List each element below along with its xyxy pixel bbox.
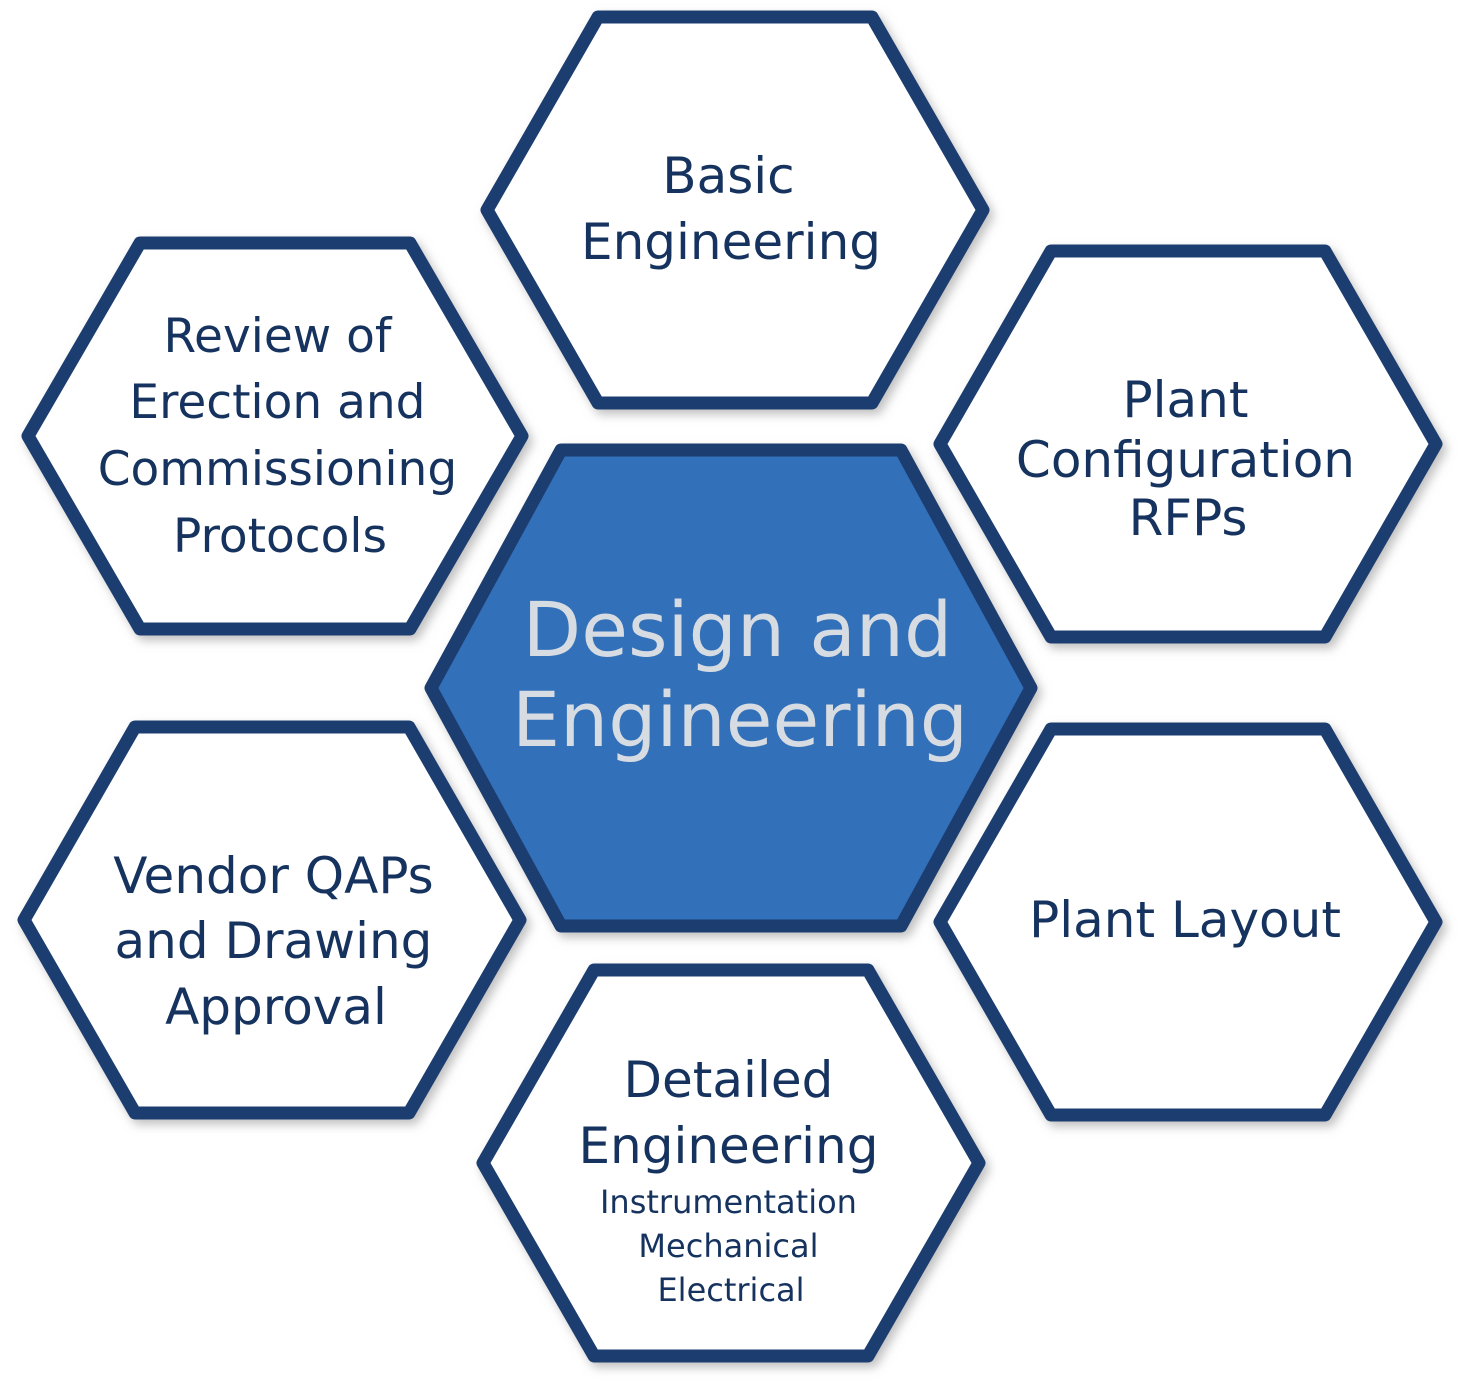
label-plant-layout: Plant Layout <box>1029 891 1341 949</box>
label-line: Review of <box>163 309 392 364</box>
node-review-protocols: Review of Erection and Commissioning Pro… <box>21 236 529 636</box>
label-line: Erection and <box>129 375 425 430</box>
hexagon-plant-configuration-rfps <box>933 244 1443 644</box>
sub-label-line: Electrical <box>657 1271 804 1309</box>
hexagon-vendor-qaps <box>17 720 527 1120</box>
label-review-protocols: Review of Erection and Commissioning Pro… <box>98 309 463 564</box>
sub-label-line: Mechanical <box>638 1227 818 1265</box>
sub-label-line: Instrumentation <box>600 1183 857 1221</box>
label-line: Plant Layout <box>1029 891 1341 949</box>
center-node: Design and Engineering <box>424 443 1038 933</box>
node-plant-layout: Plant Layout <box>933 722 1443 1122</box>
node-basic-engineering: Basic Engineering <box>480 10 990 410</box>
hexagon-detailed-engineering <box>476 963 986 1363</box>
label-detailed-engineering: Detailed Engineering Instrumentation Mec… <box>578 1051 883 1309</box>
label-line: Protocols <box>173 509 387 564</box>
label-line: Plant <box>1122 371 1248 429</box>
center-label-line: Engineering <box>512 675 968 764</box>
label-line: Engineering <box>581 213 881 271</box>
label-line: and Drawing <box>115 912 433 970</box>
center-label: Design and Engineering <box>512 585 968 764</box>
label-line: Detailed <box>624 1051 834 1109</box>
label-plant-configuration-rfps: Plant Configuration RFPs <box>1016 371 1360 547</box>
label-line: Vendor QAPs <box>113 847 433 905</box>
hexagon-basic-engineering <box>480 10 990 410</box>
label-line: Commissioning <box>98 442 457 497</box>
label-line: Engineering <box>578 1117 878 1175</box>
hexagon-review-protocols <box>21 236 529 636</box>
center-label-line: Design and <box>523 585 953 674</box>
label-line: Configuration <box>1016 431 1355 489</box>
hexagon-plant-layout <box>933 722 1443 1122</box>
label-line: Basic <box>662 147 794 205</box>
label-line: RFPs <box>1129 489 1248 547</box>
label-basic-engineering: Basic Engineering <box>581 147 881 271</box>
center-hexagon <box>424 443 1038 933</box>
label-line: Approval <box>165 978 387 1036</box>
node-detailed-engineering: Detailed Engineering Instrumentation Mec… <box>476 963 986 1363</box>
node-vendor-qaps: Vendor QAPs and Drawing Approval <box>17 720 527 1120</box>
node-plant-configuration-rfps: Plant Configuration RFPs <box>933 244 1443 644</box>
label-vendor-qaps: Vendor QAPs and Drawing Approval <box>113 847 439 1036</box>
